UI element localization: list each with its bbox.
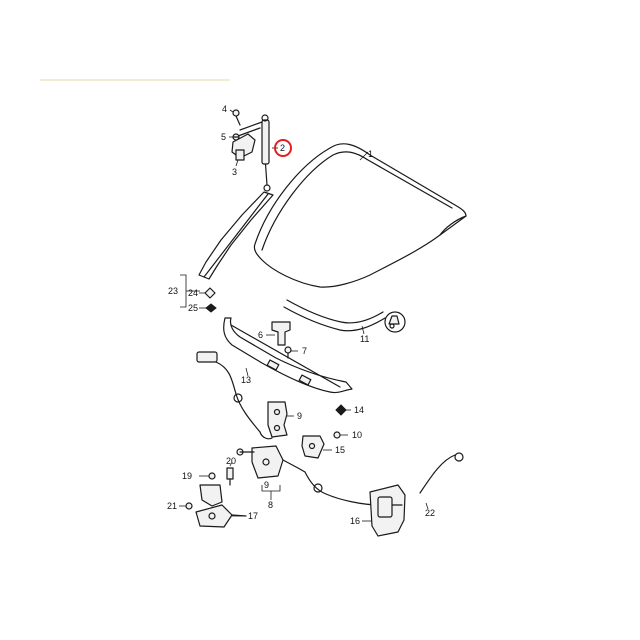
screw-7[interactable] <box>284 346 292 359</box>
seal-clip-25[interactable] <box>205 303 217 313</box>
hood-rubber-seal[interactable] <box>283 299 406 333</box>
callout-10: 10 <box>352 430 362 440</box>
screw-21[interactable] <box>185 502 193 510</box>
callout-11: 11 <box>360 334 369 344</box>
bolt-4[interactable] <box>232 109 241 126</box>
bolt-5[interactable] <box>232 133 240 141</box>
bolt-10[interactable] <box>333 431 341 439</box>
hood-latch-lower[interactable] <box>236 445 306 479</box>
callout-24: 24 <box>188 288 198 298</box>
hood-panel[interactable] <box>253 143 467 288</box>
clip-14[interactable] <box>335 404 347 416</box>
callout-14: 14 <box>354 405 364 415</box>
callout-2: 2 <box>280 143 285 153</box>
callout-9a: 9 <box>297 411 302 421</box>
support-bracket-6[interactable] <box>271 321 291 346</box>
callout-22: 22 <box>425 508 435 518</box>
callout-16: 16 <box>350 516 360 526</box>
callout-15: 15 <box>335 445 345 455</box>
callout-13: 13 <box>241 375 251 385</box>
callout-21: 21 <box>167 501 177 511</box>
release-handle-16[interactable] <box>369 484 406 537</box>
gas-strut[interactable] <box>261 114 271 192</box>
callout-9b: 9 <box>264 480 269 490</box>
pin-20[interactable] <box>226 467 234 486</box>
hood-sensor-wiring[interactable] <box>196 351 273 440</box>
latch-assembly-17[interactable] <box>195 484 247 528</box>
callout-17: 17 <box>248 511 258 521</box>
hood-seal-strip[interactable] <box>198 191 274 280</box>
callout-19: 19 <box>182 471 192 481</box>
callout-5: 5 <box>221 132 226 142</box>
release-cable[interactable] <box>304 452 464 506</box>
callout-2-highlight <box>274 139 292 157</box>
bracket-15[interactable] <box>301 435 325 459</box>
seal-clip-24[interactable] <box>204 287 216 299</box>
callout-1: 1 <box>368 149 373 159</box>
callout-3: 3 <box>232 167 237 177</box>
hood-latch-upper[interactable] <box>267 401 288 438</box>
front-cross-panel[interactable] <box>223 317 353 394</box>
callout-7: 7 <box>302 346 307 356</box>
callout-25: 25 <box>188 303 198 313</box>
callout-20: 20 <box>226 456 236 466</box>
callout-23: 23 <box>168 286 178 296</box>
callout-4: 4 <box>222 104 227 114</box>
callout-6: 6 <box>258 330 263 340</box>
callout-8: 8 <box>268 500 273 510</box>
strut-bracket[interactable] <box>231 121 263 161</box>
screw-19[interactable] <box>208 472 216 480</box>
